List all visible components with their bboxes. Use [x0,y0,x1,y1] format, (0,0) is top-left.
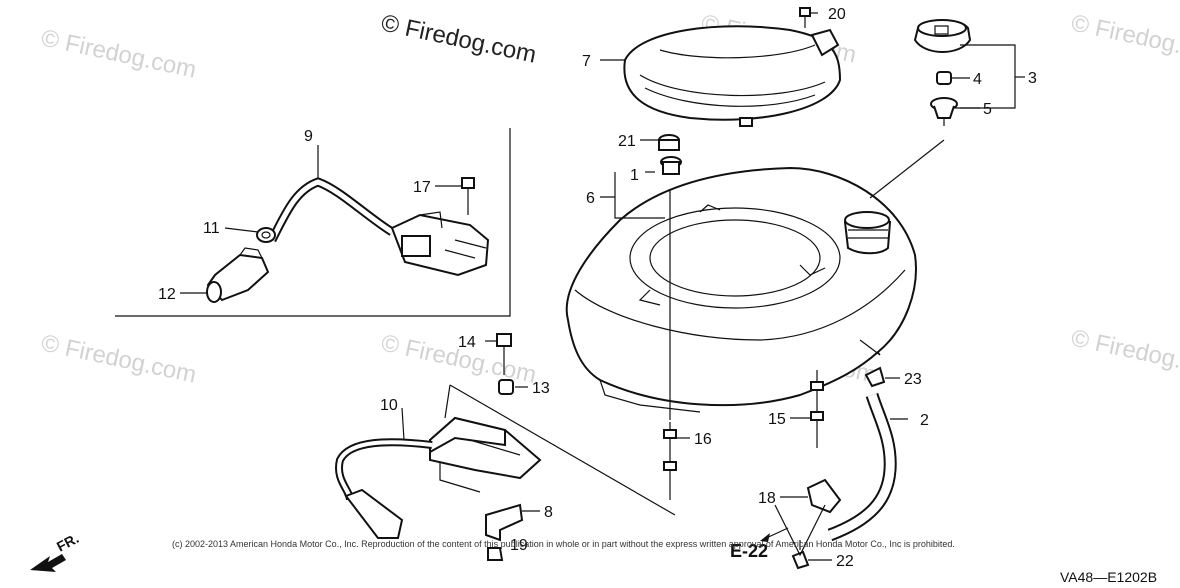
part-7-recoil-cover [623,25,842,127]
front-direction-indicator: FR. [30,530,81,572]
callout-labels: 1 2 3 4 5 6 7 8 9 10 11 12 13 14 15 16 1… [158,6,1037,570]
part-8-bracket [485,503,524,542]
part-23-clip [864,366,886,388]
callout-22: 22 [836,553,854,570]
callout-20: 20 [828,6,846,23]
part-ignition-coil [390,211,490,277]
callout-16: 16 [694,431,712,448]
watermark-faded: © Firedog.com [39,329,199,388]
callout-8: 8 [544,504,553,521]
callout-4: 4 [973,71,982,88]
callout-19: 19 [510,537,528,554]
front-arrow-icon [30,554,66,572]
part-20-screw [799,7,811,28]
part-10-ignition-coil [335,416,542,539]
part-5-fuel-strainer [930,97,958,126]
front-label: FR. [54,530,81,555]
part-18-clamp [806,478,842,514]
part-14-bolt [496,333,512,375]
part-2-fuel-tube [827,392,897,542]
callout-10: 10 [380,397,398,414]
watermark-faded: © Firedog.com [1069,324,1180,383]
watermark-faded: © Firedog.com [39,24,199,83]
watermark-faded: © Firedog.com [1069,9,1180,68]
part-6-fan-shroud [565,166,917,413]
callout-9: 9 [304,128,313,145]
callout-23: 23 [904,371,922,388]
copyright-notice: (c) 2002-2013 American Honda Motor Co., … [172,539,955,549]
callout-14: 14 [458,334,476,351]
callout-12: 12 [158,286,176,303]
callout-21: 21 [618,133,636,150]
part-16-stud [663,422,677,500]
part-12-plug-cap [206,247,270,303]
callout-3: 3 [1028,70,1037,87]
callout-13: 13 [532,380,550,397]
part-21-nut [658,134,680,151]
callout-6: 6 [586,190,595,207]
part-15-stud [810,370,824,448]
callout-15: 15 [768,411,786,428]
leader-lines [180,12,1025,561]
part-1-collar [660,156,682,175]
part-4-cap-seal [936,71,952,85]
watermark-main: © Firedog.com [379,9,539,68]
section-reference: E-22 [730,541,768,561]
part-17-bolt [461,177,475,215]
callout-1: 1 [630,167,639,184]
callout-5: 5 [983,101,992,118]
callout-11: 11 [203,220,220,237]
callout-2: 2 [920,412,929,429]
part-13-collar [498,379,514,395]
part-3-fuel-cap [913,19,972,53]
part-11-washer [256,227,276,243]
callout-7: 7 [582,53,591,70]
part-19-bracket [487,547,504,561]
callout-17: 17 [413,179,431,196]
diagram-code: VA48—E1202B [1060,569,1157,585]
callout-18: 18 [758,490,776,507]
inset-border [115,128,511,317]
